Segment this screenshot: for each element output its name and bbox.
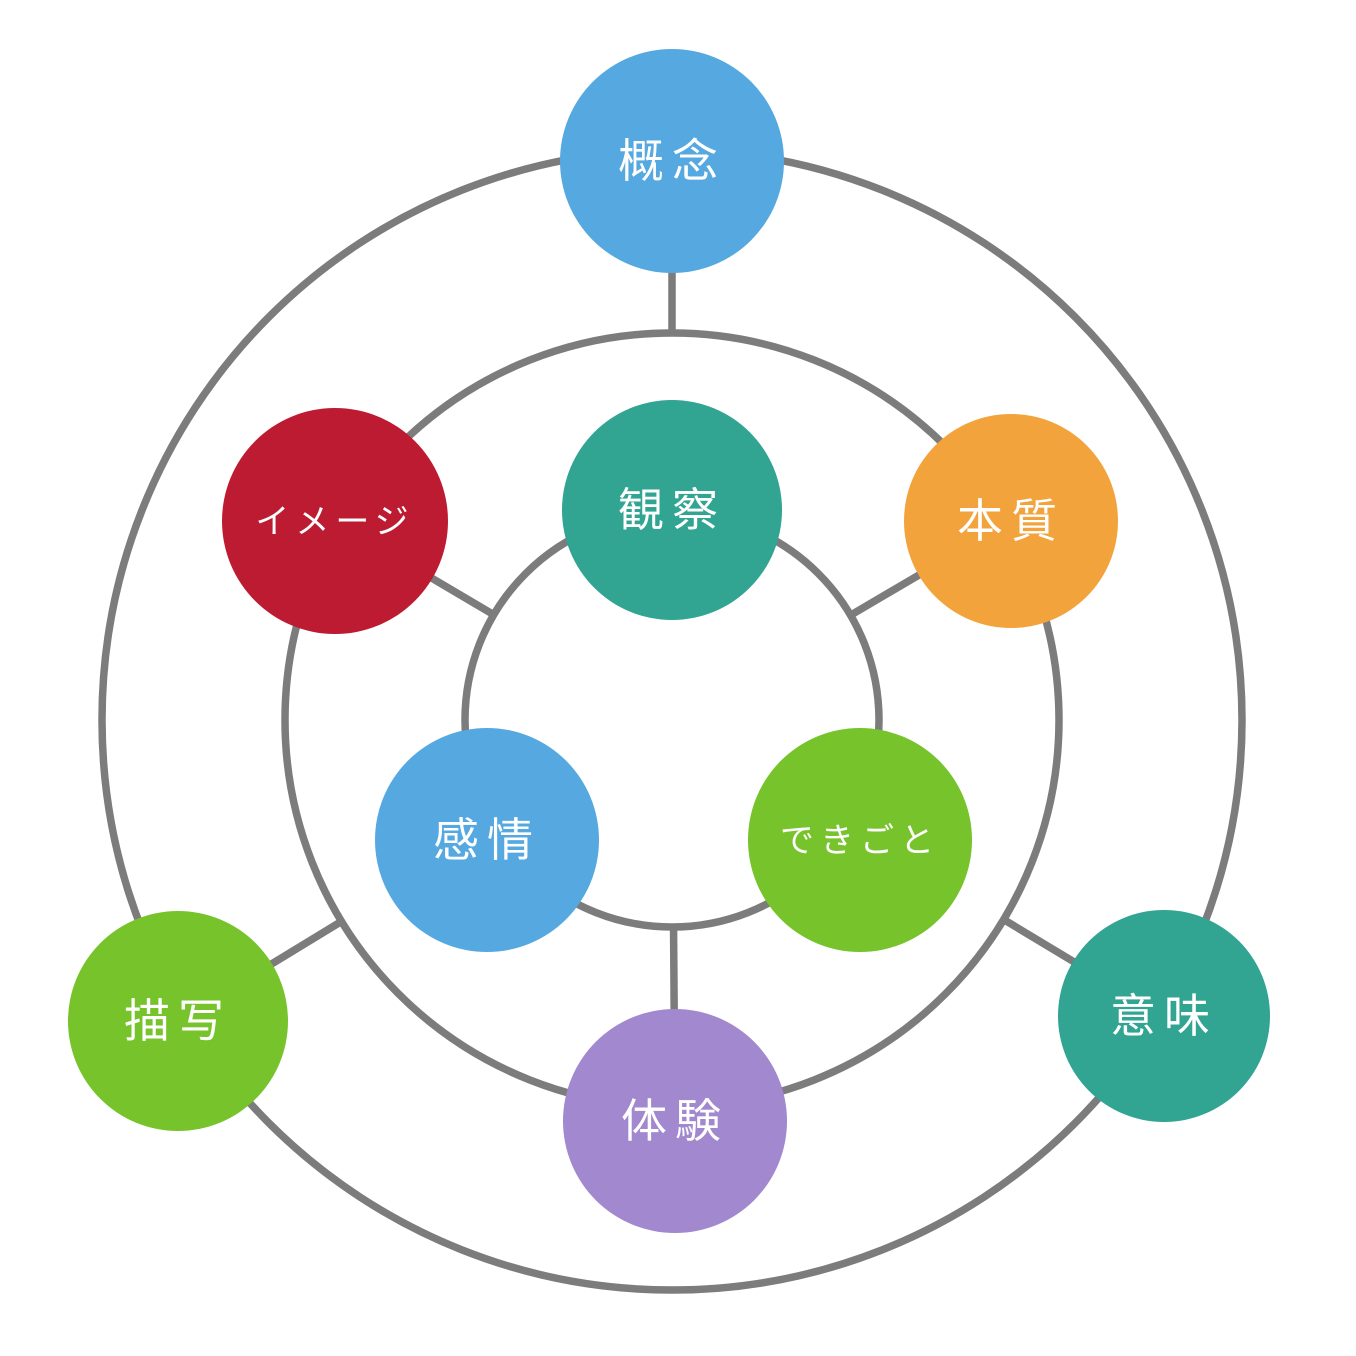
node-kansatsu: 観察 — [562, 400, 782, 620]
node-circle-taiken — [563, 1009, 787, 1233]
node-label-taiken: 体験 — [621, 1095, 729, 1147]
node-label-kansatsu: 観察 — [618, 484, 726, 536]
node-taiken: 体験 — [563, 1009, 787, 1233]
node-gainen: 概念 — [560, 49, 784, 273]
node-circle-honshitsu — [904, 414, 1118, 628]
node-circle-dekigoto — [748, 728, 972, 952]
node-label-dekigoto: できごと — [780, 822, 940, 860]
node-label-image: イメージ — [255, 503, 414, 541]
node-circle-gainen — [560, 49, 784, 273]
node-image: イメージ — [222, 408, 448, 634]
node-honshitsu: 本質 — [904, 414, 1118, 628]
node-label-gainen: 概念 — [618, 135, 726, 187]
node-label-honshitsu: 本質 — [957, 495, 1065, 547]
node-circle-kanjo — [375, 728, 599, 952]
node-circle-kansatsu — [562, 400, 782, 620]
node-circle-image — [222, 408, 448, 634]
node-label-byosha: 描写 — [124, 995, 232, 1047]
node-circle-byosha — [68, 911, 288, 1131]
node-label-kanjo: 感情 — [433, 814, 541, 866]
node-imi: 意味 — [1058, 910, 1270, 1122]
node-byosha: 描写 — [68, 911, 288, 1131]
node-label-imi: 意味 — [1110, 990, 1218, 1042]
node-circle-imi — [1058, 910, 1270, 1122]
node-dekigoto: できごと — [748, 728, 972, 952]
node-kanjo: 感情 — [375, 728, 599, 952]
